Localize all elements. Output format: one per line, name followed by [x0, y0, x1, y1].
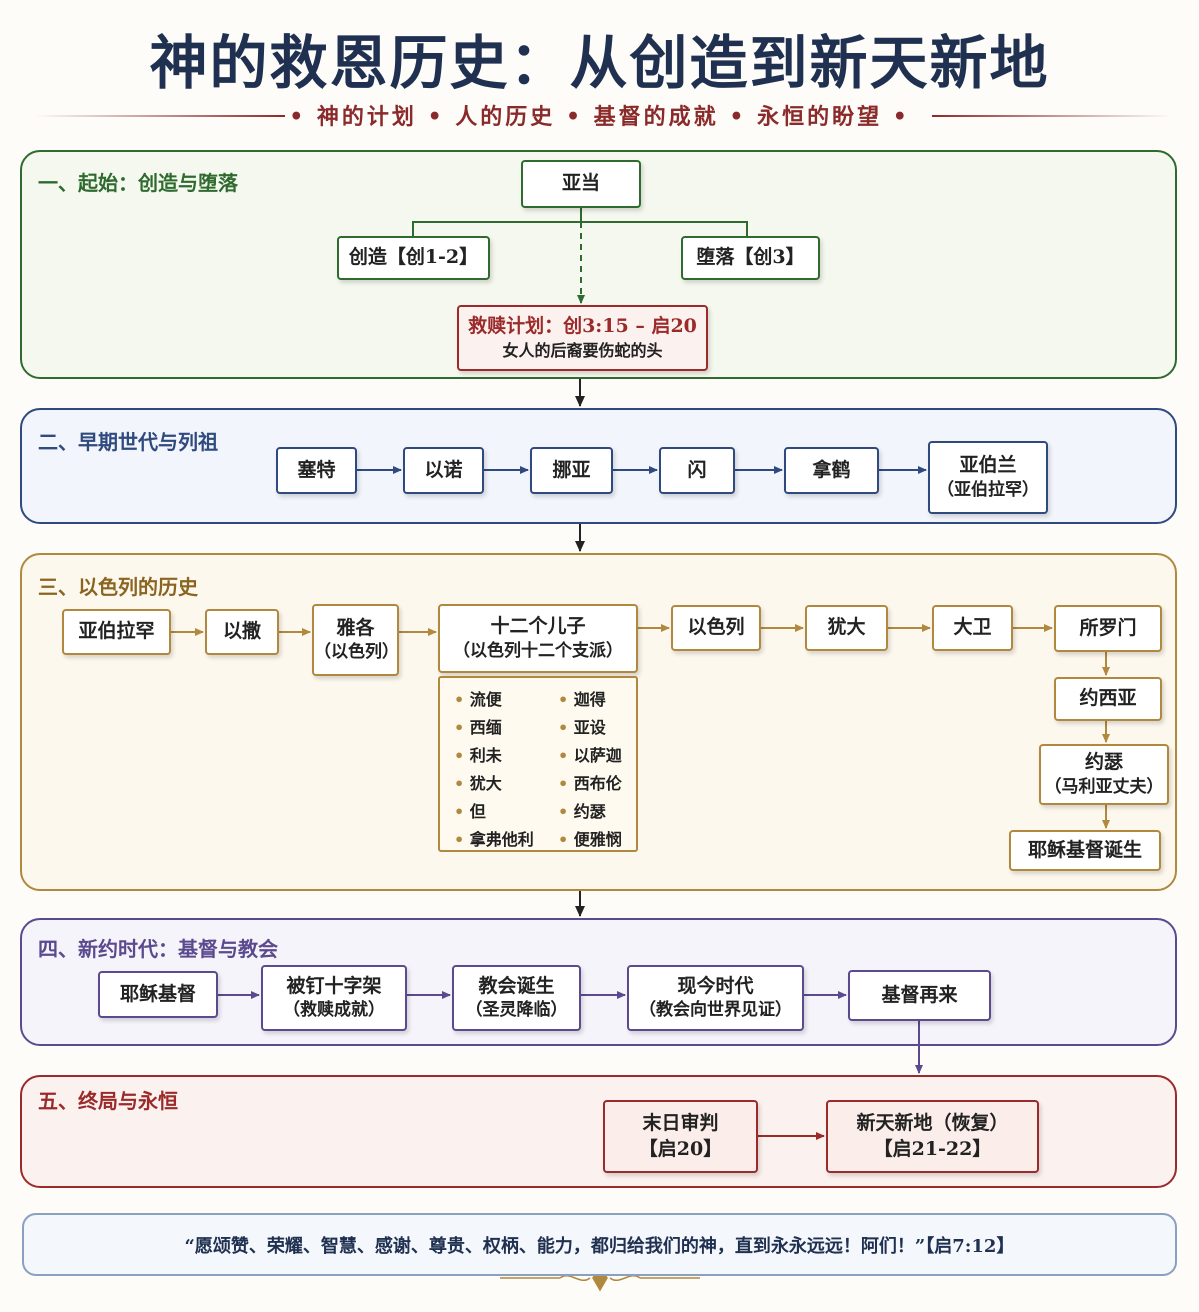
node-seth: 塞特	[276, 447, 357, 494]
section-1-label: 一、起始：创造与堕落	[38, 171, 238, 195]
list-item: 犹大	[454, 770, 558, 794]
node-creation: 创造【创1-2】	[337, 236, 490, 280]
node-jacob: 雅各 （以色列）	[312, 604, 399, 676]
node-noah: 挪亚	[530, 447, 613, 494]
section-3-label: 三、以色列的历史	[38, 575, 198, 599]
list-item: 拿弗他利	[454, 826, 558, 850]
list-item: 利未	[454, 742, 558, 766]
node-shem: 闪	[659, 447, 735, 494]
list-item: 以萨迦	[558, 742, 650, 766]
list-twelve-tribes: 流便 迦得 西缅 亚设 利未 以萨迦 犹大 西布伦 但 约瑟 拿弗他利 便雅悯	[438, 676, 638, 852]
node-josiah: 约西亚	[1054, 677, 1162, 721]
node-present-age: 现今时代 （教会向世界见证）	[627, 965, 804, 1031]
node-final-judgment: 末日审判 【启20】	[603, 1100, 758, 1173]
quote-text: “愿颂赞、荣耀、智慧、感谢、尊贵、权柄、能力，都归给我们的神，直到永永远远！阿们…	[184, 1235, 1015, 1257]
node-fall: 堕落【创3】	[681, 236, 820, 280]
node-redemption-plan: 救赎计划：创3:15 – 启20 女人的后裔要伤蛇的头	[457, 305, 708, 371]
page-title: 神的救恩历史：从创造到新天新地	[149, 29, 1050, 97]
node-abram: 亚伯兰 （亚伯拉罕）	[928, 441, 1048, 514]
node-nahor: 拿鹤	[784, 447, 879, 494]
list-item: 西缅	[454, 714, 558, 738]
node-israel: 以色列	[671, 605, 761, 651]
node-adam: 亚当	[521, 160, 641, 208]
node-enoch: 以诺	[403, 447, 484, 494]
list-item: 流便	[454, 686, 558, 710]
footer-quote: “愿颂赞、荣耀、智慧、感谢、尊贵、权柄、能力，都归给我们的神，直到永永远远！阿们…	[22, 1213, 1177, 1276]
list-item: 但	[454, 798, 558, 822]
node-jesus-birth: 耶稣基督诞生	[1009, 830, 1161, 871]
ornament-line-right	[932, 115, 1172, 117]
section-2-label: 二、早期世代与列祖	[38, 430, 218, 454]
node-crucifixion: 被钉十字架 （救赎成就）	[261, 965, 407, 1031]
node-church-birth: 教会诞生 （圣灵降临）	[452, 965, 581, 1031]
page-subtitle: • 神的计划 • 人的历史 • 基督的成就 • 永恒的盼望 •	[289, 104, 910, 130]
node-solomon: 所罗门	[1054, 605, 1162, 652]
node-joseph: 约瑟 （马利亚丈夫）	[1039, 744, 1169, 805]
node-abraham: 亚伯拉罕	[62, 609, 171, 655]
node-david: 大卫	[932, 605, 1013, 651]
ornament-line-left	[35, 115, 285, 117]
node-twelve-sons: 十二个儿子 （以色列十二个支派）	[438, 604, 638, 673]
node-new-heaven-earth: 新天新地（恢复） 【启21-22】	[826, 1100, 1039, 1173]
section-5-label: 五、终局与永恒	[38, 1089, 178, 1113]
section-4-label: 四、新约时代：基督与教会	[38, 937, 278, 961]
list-item: 便雅悯	[558, 826, 650, 850]
list-item: 约瑟	[558, 798, 650, 822]
node-second-coming: 基督再来	[848, 970, 991, 1021]
list-item: 西布伦	[558, 770, 650, 794]
node-jesus-christ: 耶稣基督	[98, 971, 218, 1018]
node-judah: 犹大	[805, 605, 888, 651]
list-item: 亚设	[558, 714, 650, 738]
node-isaac: 以撒	[205, 609, 279, 655]
list-item: 迦得	[558, 686, 650, 710]
